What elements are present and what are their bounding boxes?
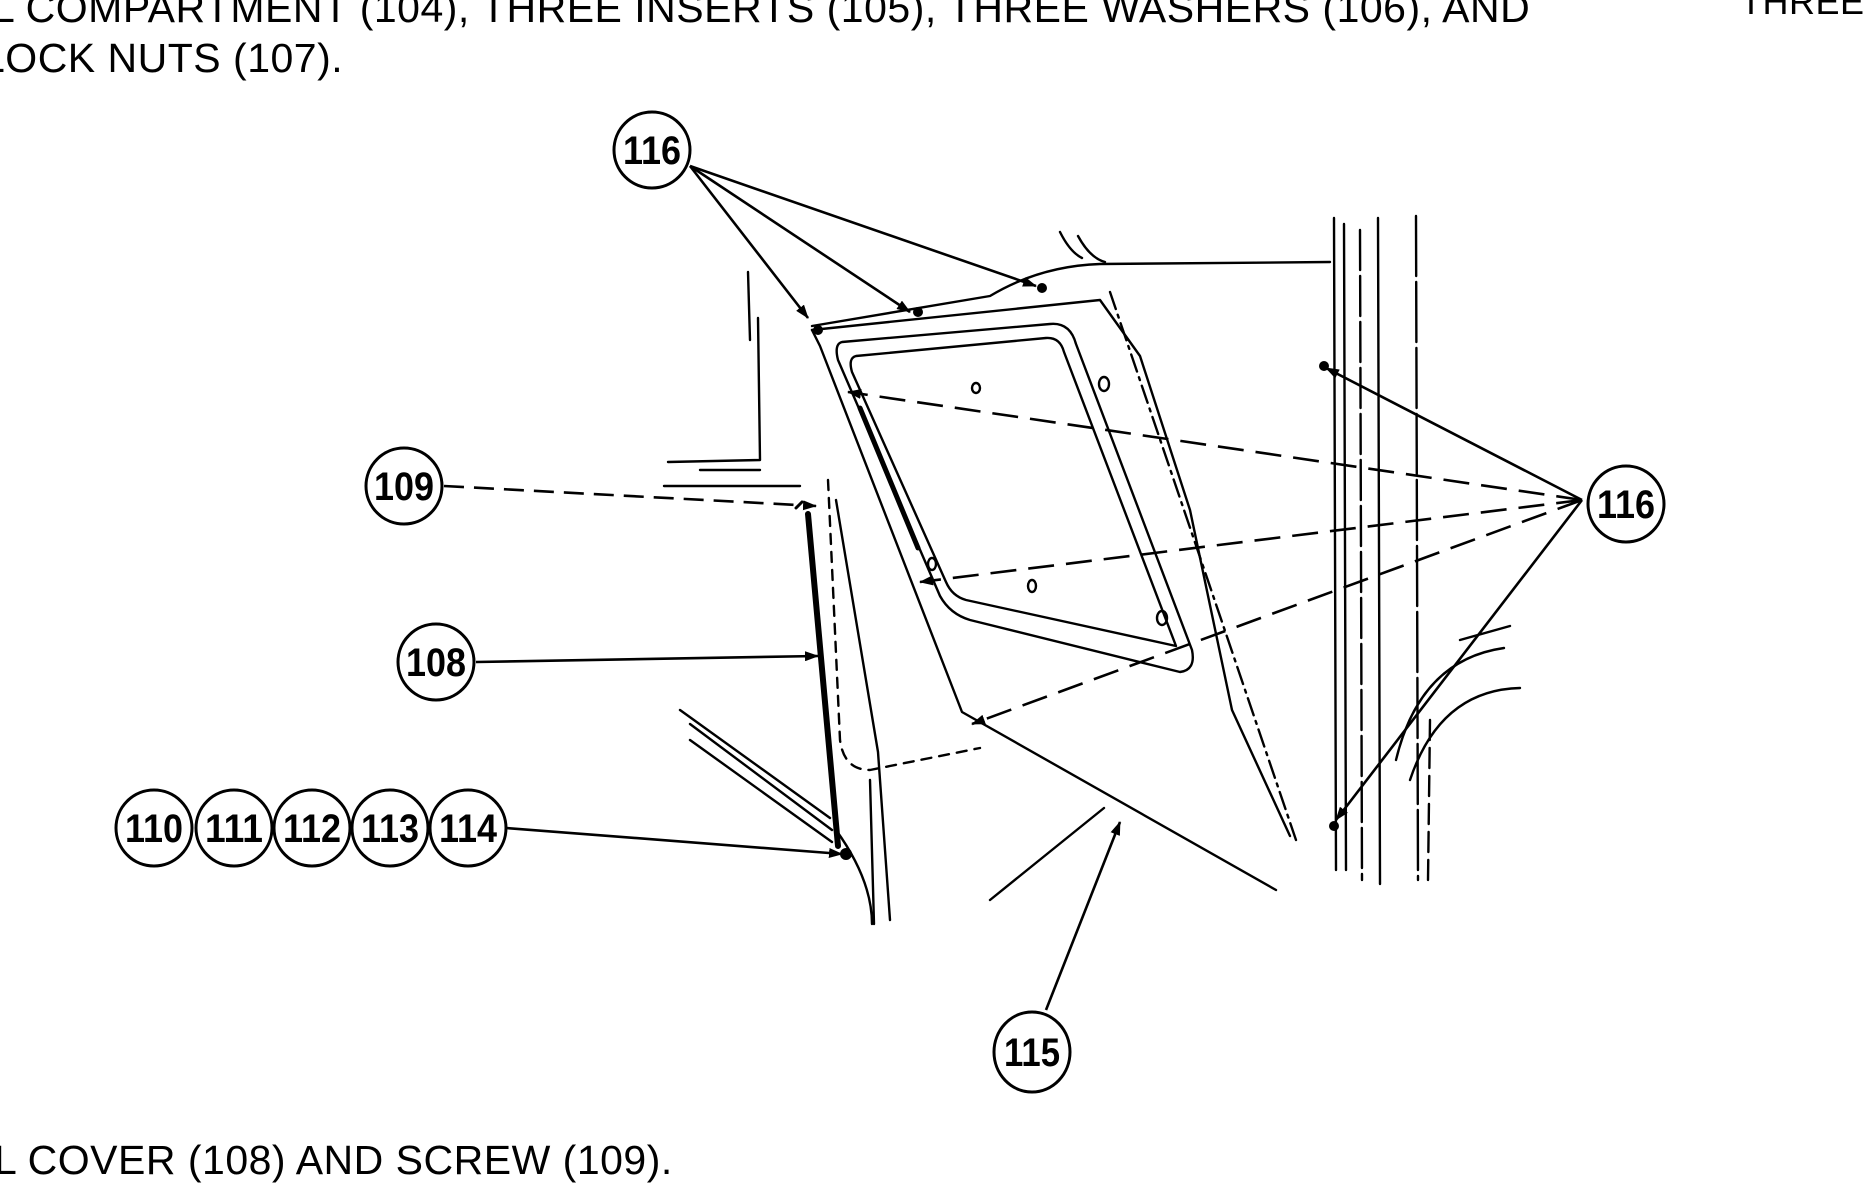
callout-114-label: 114 [439,807,498,851]
callout-112-label: 112 [283,807,341,851]
instruction-text-line-2: LOCK NUTS (107). [0,35,344,81]
callout-110-label: 110 [125,807,183,851]
instruction-text-line-3: L COVER (108) AND SCREW (109). [0,1137,673,1183]
callout-115: 115 [992,1010,1072,1094]
callout-114: 114 [428,788,508,868]
callout-116-right-label: 116 [1597,483,1655,527]
callout-111-label: 111 [205,807,263,851]
callout-108: 108 [396,622,476,702]
fastener-dots [813,283,1339,860]
callout-116-top-label: 116 [623,129,681,173]
cover-strip [794,405,921,849]
instruction-text-line-1: L COMPARTMENT (104), THREE INSERTS (105)… [0,0,1531,31]
callout-116-right: 116 [1586,464,1666,544]
callout-115-label: 115 [1004,1031,1060,1075]
callout-112: 112 [272,788,352,868]
vehicle-outline [662,214,1522,926]
callout-116-top: 116 [612,110,692,190]
instruction-text-corner: THREE [1740,0,1865,22]
callout-109-label: 109 [374,465,434,509]
fastener-holes [926,375,1169,627]
callout-110: 110 [114,788,194,868]
callout-113: 113 [350,788,430,868]
callout-108-label: 108 [406,641,466,685]
callout-109: 109 [364,446,444,526]
callout-113-label: 113 [361,807,419,851]
leader-lines [443,164,1584,1011]
callout-111: 111 [194,788,274,868]
